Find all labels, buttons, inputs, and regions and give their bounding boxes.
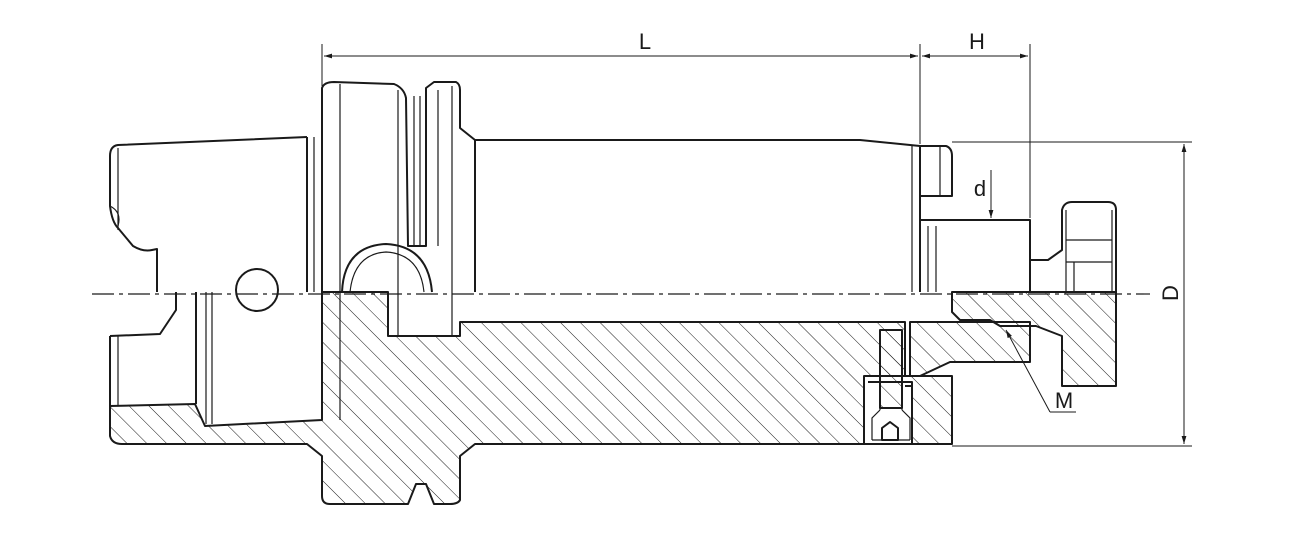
taper-shank-outline xyxy=(109,136,308,292)
label-d: d xyxy=(974,176,986,201)
dimension-M: M xyxy=(1005,329,1076,413)
spigot-section xyxy=(951,291,1117,387)
shank-section-outline xyxy=(109,292,177,337)
spigot-step-outline xyxy=(920,145,953,197)
dimension-L: L xyxy=(321,29,921,144)
label-D: D xyxy=(1158,285,1183,301)
clamp-section xyxy=(909,321,1031,377)
spigot-outline xyxy=(920,219,1031,292)
screw-shank-section xyxy=(879,329,903,409)
screw-head-inner xyxy=(1065,210,1113,292)
lower-half-section xyxy=(109,291,1117,505)
body-section xyxy=(109,291,906,505)
dim-M-leader xyxy=(1005,329,1051,413)
orientation-notch xyxy=(341,243,433,293)
body-outline xyxy=(475,139,921,292)
orientation-notch-inner xyxy=(349,251,425,293)
dimension-d: d xyxy=(974,170,994,218)
screw-head-outline xyxy=(1030,201,1117,292)
shank-notch xyxy=(109,205,120,227)
screw-socket xyxy=(881,421,899,441)
flange-outline xyxy=(321,81,476,292)
upper-half-view xyxy=(109,81,1117,312)
drive-key-hole xyxy=(235,268,279,312)
dimension-D: D xyxy=(952,141,1192,447)
label-H: H xyxy=(969,29,985,54)
label-M: M xyxy=(1055,388,1073,413)
label-L: L xyxy=(639,29,651,54)
shank-bore-inner xyxy=(205,292,213,424)
dimension-H: H xyxy=(922,29,1031,218)
